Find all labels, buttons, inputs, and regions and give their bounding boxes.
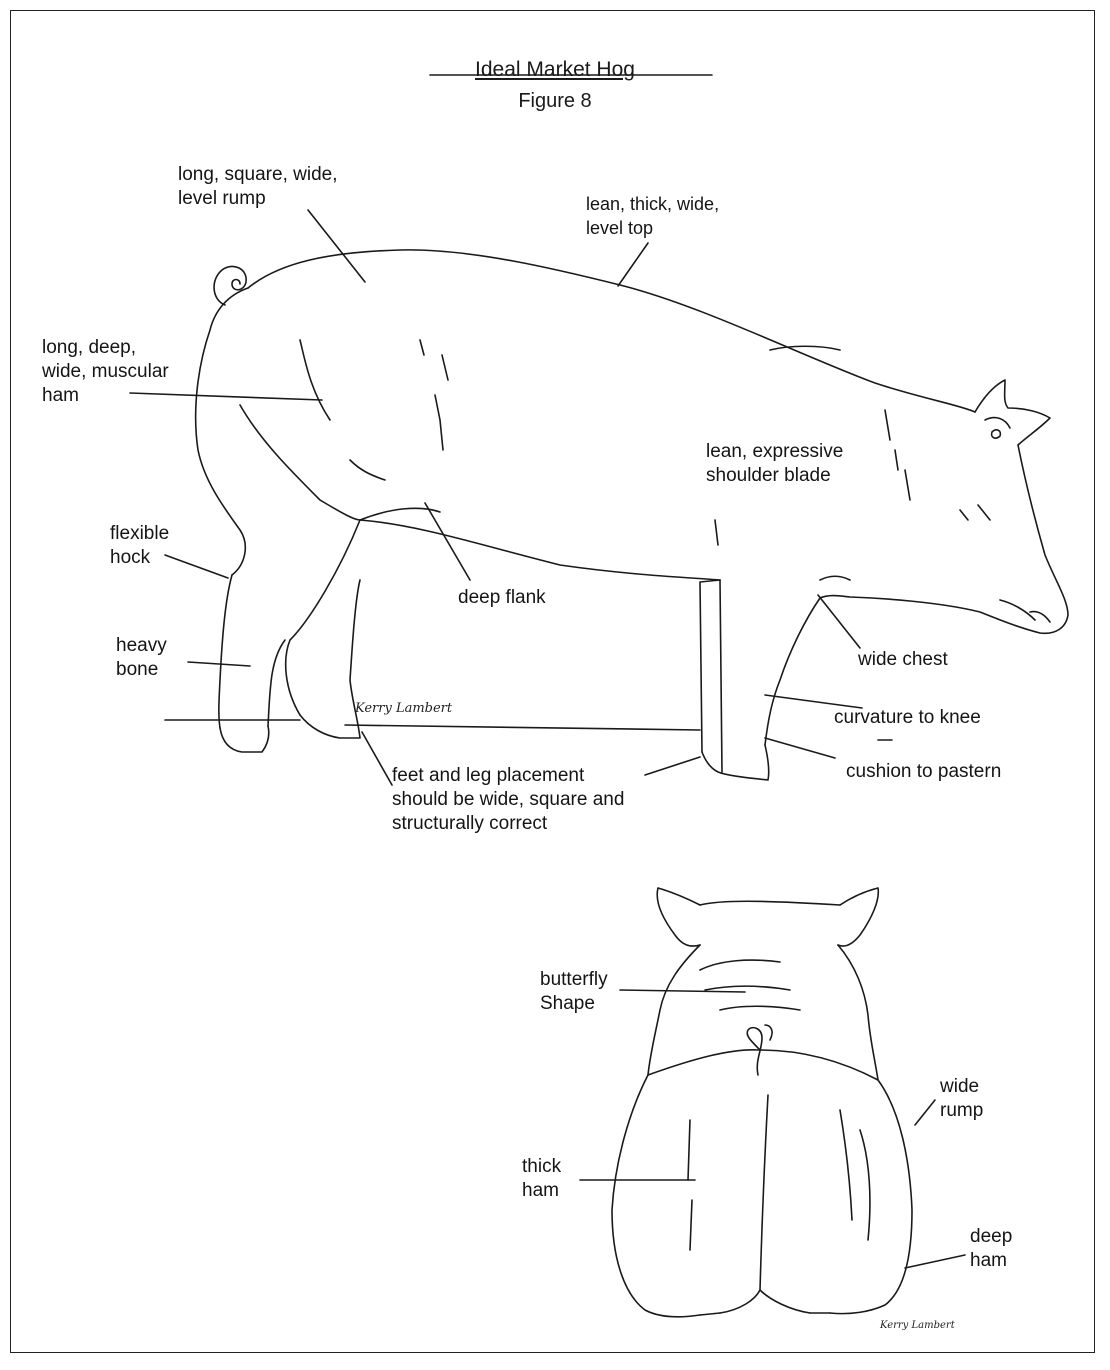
label-deep-flank: deep flank	[458, 586, 546, 610]
leader-feet-right	[645, 757, 700, 775]
leader-wide-rump	[915, 1100, 935, 1125]
label-level-rump: long, square, wide,level rump	[178, 163, 338, 211]
artist-signature-rear: Kerry Lambert	[879, 1320, 956, 1331]
label-cushion-pastern: cushion to pastern	[846, 760, 1001, 784]
leader-pastern	[765, 738, 835, 758]
leader-feet-left	[362, 732, 392, 785]
leader-bone	[188, 662, 250, 666]
leader-top	[618, 243, 648, 286]
leader-flank	[425, 503, 470, 580]
rear-view-pig	[612, 888, 912, 1317]
tail	[214, 266, 246, 305]
leader-chest	[818, 595, 860, 648]
leader-rump	[308, 210, 365, 282]
leader-hock	[165, 555, 228, 578]
label-wide-chest: wide chest	[858, 648, 948, 672]
leader-butterfly	[620, 990, 745, 992]
label-curvature-knee: curvature to knee	[834, 706, 981, 730]
leader-deep-ham	[905, 1255, 965, 1268]
side-view-pig	[165, 250, 1068, 780]
artist-signature-side: Kerry Lambert	[354, 701, 453, 716]
label-level-top: lean, thick, wide,level top	[586, 192, 719, 240]
